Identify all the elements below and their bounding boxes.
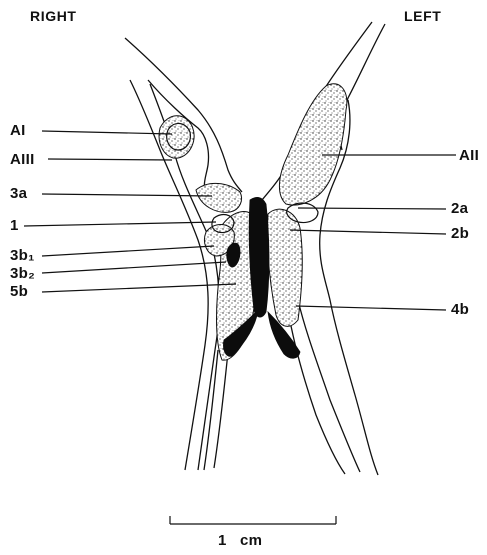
label-3b2: 3b₂ bbox=[10, 266, 35, 281]
label-5b: 5b bbox=[10, 284, 28, 299]
label-3b1: 3b₁ bbox=[10, 248, 35, 263]
region-3a-right bbox=[196, 183, 242, 212]
region-AII bbox=[279, 84, 346, 205]
leader-4b bbox=[296, 306, 446, 310]
scale-bar-label: 1 cm bbox=[218, 533, 262, 548]
label-AII: AII bbox=[459, 148, 479, 163]
region-left-body bbox=[267, 209, 302, 326]
region-AI bbox=[159, 116, 194, 158]
leader-3b2 bbox=[42, 262, 226, 273]
leader-1 bbox=[24, 222, 216, 226]
label-AI: AI bbox=[10, 123, 26, 138]
header-right: RIGHT bbox=[30, 9, 77, 23]
leader-2a bbox=[298, 208, 446, 209]
label-3a: 3a bbox=[10, 186, 27, 201]
leader-2b bbox=[290, 230, 446, 234]
scale-bar bbox=[170, 516, 336, 524]
label-2a: 2a bbox=[451, 201, 468, 216]
header-left: LEFT bbox=[404, 9, 441, 23]
leader-3b1 bbox=[42, 246, 214, 256]
label-2b: 2b bbox=[451, 226, 469, 241]
label-4b: 4b bbox=[451, 302, 469, 317]
leader-AIII bbox=[48, 159, 172, 160]
leader-3a bbox=[42, 194, 212, 196]
label-1: 1 bbox=[10, 218, 19, 233]
label-AIII: AIII bbox=[10, 152, 35, 167]
